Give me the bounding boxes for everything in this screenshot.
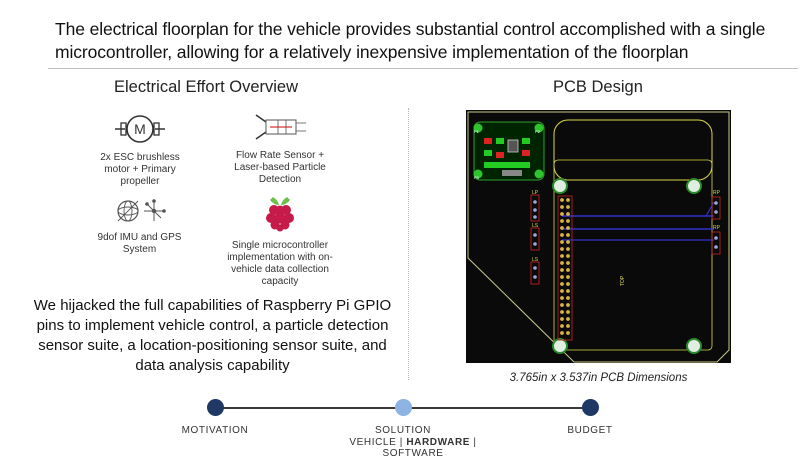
gpio-pin [566, 219, 570, 223]
timeline-node-budget[interactable] [582, 399, 599, 416]
subnav-software[interactable]: SOFTWARE [382, 448, 444, 459]
gpio-pin [560, 212, 564, 216]
section-title-pcb: PCB Design [553, 78, 643, 96]
gpio-pin [566, 226, 570, 230]
pcb-label-top: TOP [620, 275, 626, 286]
section-divider [408, 108, 409, 380]
gpio-pin [566, 275, 570, 279]
feature-imu-text: 9dof IMU and GPS System [97, 232, 182, 255]
timeline-node-motivation[interactable] [207, 399, 224, 416]
motor-icon: M [94, 114, 186, 148]
gpio-pin [560, 247, 564, 251]
timeline-node-solution[interactable] [395, 399, 412, 416]
gpio-pin [566, 296, 570, 300]
pcb-label-ls1: LS [532, 223, 539, 229]
feature-motor: M 2x ESC brushless motor + Primary prope… [94, 114, 186, 188]
gpio-pin [560, 296, 564, 300]
gpio-pin [560, 226, 564, 230]
pcb-label-lp: LP [532, 190, 539, 196]
feature-imu-gps: 9dof IMU and GPS System [92, 198, 187, 256]
gpio-pin [560, 205, 564, 209]
gpio-pin [560, 268, 564, 272]
section-title-electrical: Electrical Effort Overview [114, 78, 298, 96]
svg-text:M: M [134, 121, 146, 137]
pcb-caption: 3.765in x 3.537in PCB Dimensions [509, 372, 688, 384]
gpio-pin [566, 303, 570, 307]
gpio-pin [560, 275, 564, 279]
gpio-pin [566, 205, 570, 209]
gpio-pin [566, 247, 570, 251]
feature-pi-text: Single microcontroller implementation wi… [227, 240, 333, 287]
pcb-label-p3: P3 [474, 175, 480, 180]
timeline-label-budget[interactable]: BUDGET [567, 425, 613, 436]
pcb-label-p1: P1 [474, 129, 480, 134]
gpio-pin [560, 317, 564, 321]
gpio-pin [566, 317, 570, 321]
gpio-pin [566, 233, 570, 237]
pcb-label-rp2: RP [713, 225, 721, 231]
pcb-layout-image: P1 P2 P3 LP LS LS RP RP TOP [466, 110, 731, 363]
gpio-pin [566, 261, 570, 265]
feature-motor-text: 2x ESC brushless motor + Primary propell… [100, 152, 180, 187]
timeline-sub-nav: VEHICLE | HARDWARE | SOFTWARE [320, 437, 506, 459]
timeline-label-solution[interactable]: SOLUTION [375, 425, 431, 436]
gpio-pin [560, 233, 564, 237]
subnav-hardware[interactable]: HARDWARE [406, 437, 471, 448]
gpio-pin [566, 240, 570, 244]
gpio-pin [560, 303, 564, 307]
feature-flow-sensor: Flow Rate Sensor + Laser-based Particle … [225, 112, 335, 186]
flow-sensor-icon [225, 112, 335, 146]
gpio-pin [560, 198, 564, 202]
pcb-label-rp1: RP [713, 190, 721, 196]
gpio-pin [566, 289, 570, 293]
gpio-pin [560, 310, 564, 314]
gpio-pin [560, 240, 564, 244]
gpio-pin [560, 331, 564, 335]
gpio-pin [566, 212, 570, 216]
raspberry-pi-icon [220, 194, 340, 236]
gpio-pin [566, 324, 570, 328]
feature-raspberry-pi: Single microcontroller implementation wi… [220, 194, 340, 288]
gpio-pin [566, 198, 570, 202]
timeline-label-motivation[interactable]: MOTIVATION [181, 425, 249, 436]
gpio-pin [566, 331, 570, 335]
subnav-separator: | [399, 437, 403, 448]
gpio-pin [560, 282, 564, 286]
header-divider [48, 68, 798, 69]
gpio-pin [566, 310, 570, 314]
slide-headline: The electrical floorplan for the vehicle… [55, 19, 766, 62]
pcb-label-ls2: LS [532, 257, 539, 263]
subnav-vehicle[interactable]: VEHICLE [349, 437, 397, 448]
gpio-pin [560, 324, 564, 328]
gpio-pin [566, 254, 570, 258]
pcb-label-p2: P2 [535, 129, 541, 134]
feature-flow-text: Flow Rate Sensor + Laser-based Particle … [234, 150, 326, 185]
subnav-separator: | [473, 437, 477, 448]
gpio-pin [560, 289, 564, 293]
gpio-pin [560, 219, 564, 223]
gpio-pin [566, 268, 570, 272]
gpio-pin [560, 254, 564, 258]
gpio-pin [566, 282, 570, 286]
gpio-pin [560, 261, 564, 265]
hijack-paragraph: We hijacked the full capabilities of Ras… [33, 297, 392, 374]
imu-gps-icon [92, 198, 187, 228]
